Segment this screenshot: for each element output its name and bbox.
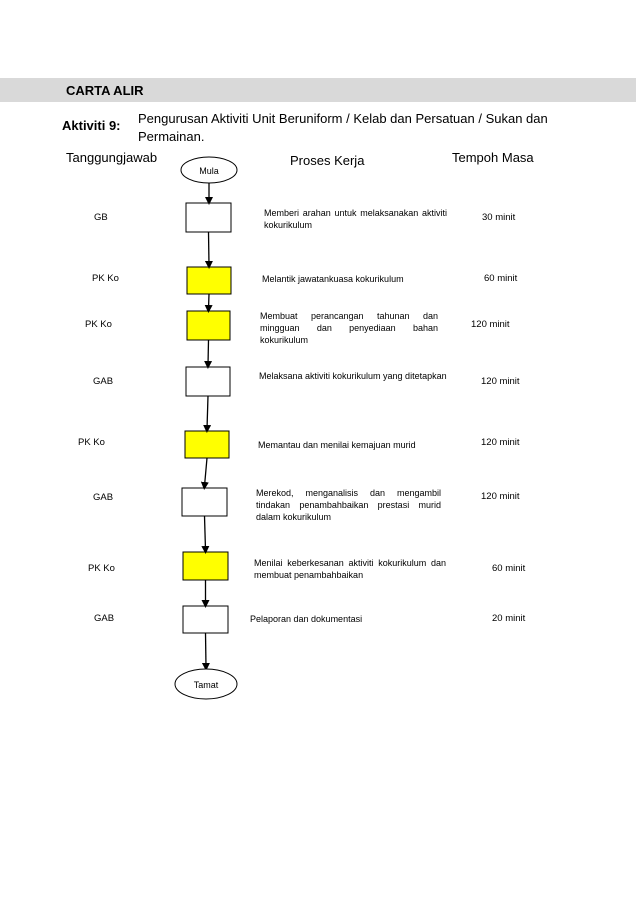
step-duration: 120 minit — [471, 319, 510, 330]
step-role: GB — [94, 212, 108, 223]
header-bar — [0, 78, 636, 102]
page-title: CARTA ALIR — [66, 83, 144, 98]
arrow-6 — [201, 515, 210, 554]
start-terminal — [180, 156, 238, 184]
end-terminal — [174, 668, 238, 700]
step-description: Merekod, menganalisis dan mengambil tind… — [256, 488, 441, 522]
column-header-process: Proses Kerja — [290, 153, 365, 168]
step-description: Memantau dan menilai kemajuan murid — [258, 440, 416, 450]
step-role: GAB — [93, 492, 114, 503]
step-role: GAB — [94, 613, 115, 624]
step-role: PK Ko — [85, 319, 112, 330]
arrow-end — [201, 632, 210, 671]
process-box-8 — [182, 605, 229, 634]
arrow-2 — [204, 293, 213, 313]
step-duration: 20 minit — [492, 613, 526, 624]
activity-description: Pengurusan Aktiviti Unit Beruniform / Ke… — [138, 111, 548, 144]
process-box-2 — [186, 266, 232, 295]
arrow-5 — [200, 457, 209, 490]
process-box-7 — [182, 551, 229, 581]
step-duration: 60 minit — [492, 563, 526, 574]
step-role: GAB — [93, 376, 114, 387]
step-role: PK Ko — [78, 437, 105, 448]
arrow-3 — [204, 339, 213, 369]
column-header-duration: Tempoh Masa — [452, 150, 534, 165]
arrow-1 — [204, 231, 213, 269]
step-role: PK Ko — [92, 273, 119, 284]
start-terminal-label: Mula — [199, 166, 219, 176]
step-description: Memberi arahan untuk melaksanakan aktivi… — [264, 208, 447, 230]
arrow-4 — [203, 395, 212, 433]
process-box-4 — [185, 366, 231, 397]
step-duration: 120 minit — [481, 491, 520, 502]
step-duration: 30 minit — [482, 212, 516, 223]
process-box-3 — [186, 310, 231, 341]
process-box-1 — [185, 202, 232, 233]
step-role: PK Ko — [88, 563, 115, 574]
step-description: Pelaporan dan dokumentasi — [250, 614, 363, 624]
step-description: Melantik jawatankuasa kokurikulum — [262, 274, 404, 284]
process-box-5 — [184, 430, 230, 459]
process-box-6 — [181, 487, 228, 517]
step-duration: 120 minit — [481, 376, 520, 387]
end-terminal-label: Tamat — [194, 680, 219, 690]
step-description: Menilai keberkesanan aktiviti kokurikulu… — [254, 558, 446, 580]
step-duration: 120 minit — [481, 437, 520, 448]
activity-label: Aktiviti 9: — [62, 118, 121, 133]
step-duration: 60 minit — [484, 273, 518, 284]
column-header-responsibility: Tanggungjawab — [66, 150, 158, 165]
step-description: Membuat perancangan tahunan dan mingguan… — [260, 311, 438, 345]
step-description: Melaksana aktiviti kokurikulum yang dite… — [259, 371, 447, 381]
